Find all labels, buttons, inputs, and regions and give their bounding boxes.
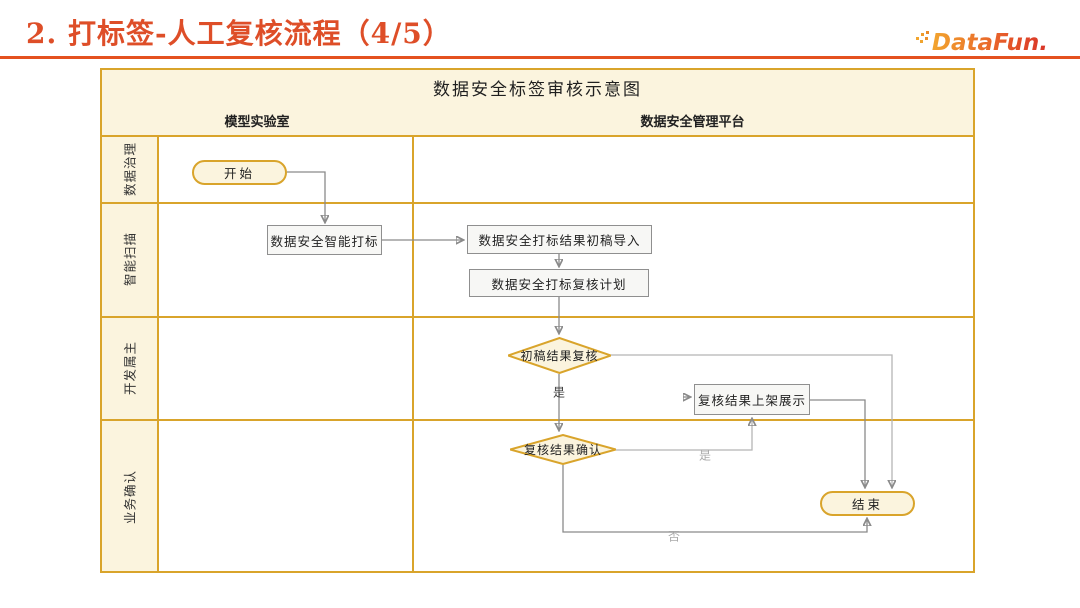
grid-line: [102, 135, 973, 137]
edge-label-yes-1: 是: [552, 385, 566, 400]
flowchart-diagram: 数据安全标签审核示意图 模型实验室 数据安全管理平台 数据治理 智能扫描 开发属…: [100, 68, 975, 573]
edge-label-yes-2: 是: [698, 448, 712, 463]
lane-label-dev-owner: 开发属主: [123, 340, 138, 396]
grid-line: [102, 316, 973, 318]
logo-dots-icon: [915, 31, 930, 45]
lane-column-divider: [157, 135, 159, 571]
smart-tagging-node: 数据安全智能打标: [267, 225, 382, 255]
logo-text: DataFun.: [931, 30, 1048, 56]
datafun-logo: DataFun.: [915, 30, 1048, 56]
start-node: 开始: [192, 160, 287, 185]
column-header-security-platform: 数据安全管理平台: [640, 113, 745, 129]
column-header-model-lab: 模型实验室: [224, 113, 290, 129]
draft-review-label: 初稿结果复核: [520, 349, 599, 363]
draft-import-node: 数据安全打标结果初稿导入: [467, 225, 652, 254]
lane-label-business-confirm: 业务确认: [123, 469, 138, 525]
diamond-shape: [510, 434, 616, 465]
publish-node: 复核结果上架展示: [694, 384, 810, 415]
title-underline: [0, 56, 1080, 59]
lane-label-smart-scan: 智能扫描: [123, 231, 138, 287]
draft-review-decision: 初稿结果复核: [508, 337, 611, 374]
confirm-label: 复核结果确认: [523, 443, 602, 457]
column-headers: 模型实验室 数据安全管理平台: [102, 105, 973, 135]
confirm-decision: 复核结果确认: [510, 434, 616, 465]
slide-title: 2. 打标签-人工复核流程（4/5）: [26, 17, 452, 50]
lane-label-data-governance: 数据治理: [123, 141, 138, 197]
lane-label-column: [102, 135, 157, 571]
grid-line: [102, 202, 973, 204]
end-node: 结束: [820, 491, 915, 516]
review-plan-node: 数据安全打标复核计划: [469, 269, 649, 297]
edge-label-no: 否: [667, 529, 681, 544]
grid-line: [102, 419, 973, 421]
diagram-title: 数据安全标签审核示意图: [102, 70, 973, 105]
diamond-shape: [508, 337, 611, 374]
column-divider: [412, 105, 414, 571]
